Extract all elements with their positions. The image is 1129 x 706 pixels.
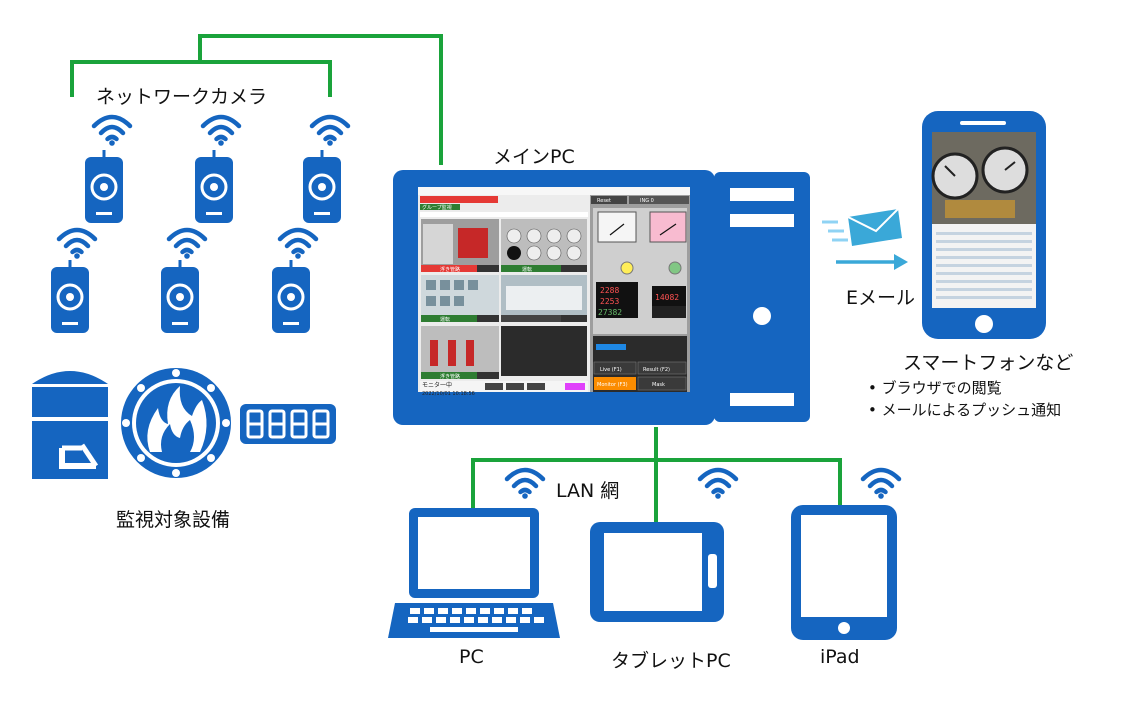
email-label: Eメール — [846, 287, 916, 309]
main-pc-monitor: グループ監視 Reset ING 0 浮き管路 運転 運転 浮き管路 Live … — [393, 170, 715, 425]
main-pc-label: メインPC — [493, 146, 575, 168]
wifi-icon — [863, 470, 899, 499]
network-camera-group — [49, 117, 348, 335]
monitored-equipment-label: 監視対象設備 — [116, 509, 231, 531]
monitor-top-ing: ING 0 — [640, 198, 654, 204]
email-arrow-icon — [836, 254, 908, 270]
camera-icon — [270, 258, 312, 335]
monitor-btn-mask: Mask — [652, 382, 665, 388]
network-camera-label: ネットワークカメラ — [96, 86, 268, 108]
monitor-tile-label: 浮き管路 — [440, 266, 460, 273]
boiler-flame-icon — [121, 368, 231, 478]
monitor-readout: 2288 — [600, 286, 619, 295]
smartphone-feature-list: ブラウザでの閲覧 メールによるプッシュ通知 — [868, 377, 1062, 421]
ipad-icon — [791, 505, 897, 640]
monitor-status-text: モニタ一中 — [422, 381, 452, 389]
monitor-tile-label: 運転 — [440, 317, 450, 323]
wifi-icon — [94, 117, 130, 146]
monitor-btn-result: Result (F2) — [643, 367, 670, 373]
wifi-icon — [507, 470, 543, 499]
wifi-icon — [280, 230, 316, 259]
camera-icon — [193, 148, 235, 225]
wifi-icon — [169, 230, 205, 259]
camera-icon — [159, 258, 201, 335]
camera-icon — [49, 258, 91, 335]
camera-network-lines — [70, 34, 443, 165]
monitor-tile-label: 浮き管路 — [440, 373, 460, 380]
monitor-readout: 27382 — [598, 308, 622, 317]
monitor-group-label: グループ監視 — [422, 204, 452, 211]
feature-browser: ブラウザでの閲覧 — [868, 377, 1061, 399]
monitor-tile-label: 運転 — [522, 267, 532, 273]
wifi-icon — [59, 230, 95, 259]
lan-label: LAN 網 — [556, 480, 620, 502]
feature-push-mail: メールによるプッシュ通知 — [868, 399, 1062, 421]
pc-tower — [714, 172, 810, 422]
laptop-icon — [388, 508, 560, 638]
monitor-readout: 2253 — [600, 297, 619, 306]
monitor-datetime: 2022/10/01 10:18:56 — [422, 391, 475, 397]
monitor-btn-live: Live (F1) — [600, 367, 622, 373]
tank-icon — [32, 371, 108, 479]
digital-display-icon — [240, 404, 336, 444]
smartphone — [922, 111, 1046, 339]
smartphone-label: スマートフォンなど — [903, 352, 1074, 374]
camera-icon — [83, 148, 125, 225]
email-icon — [822, 208, 902, 246]
lan-network-lines — [471, 427, 842, 523]
pc-label: PC — [459, 646, 484, 668]
wifi-icon — [203, 117, 239, 146]
tablet-icon — [590, 522, 724, 622]
ipad-label: iPad — [820, 646, 860, 668]
monitor-btn-monitor: Monitor (F3) — [597, 382, 628, 388]
wifi-icon — [312, 117, 348, 146]
camera-icon — [301, 148, 343, 225]
monitor-readout: 14082 — [655, 293, 679, 302]
tablet-pc-label: タブレットPC — [611, 650, 731, 672]
monitor-top-reset: Reset — [597, 198, 611, 204]
wifi-icon — [700, 470, 736, 499]
